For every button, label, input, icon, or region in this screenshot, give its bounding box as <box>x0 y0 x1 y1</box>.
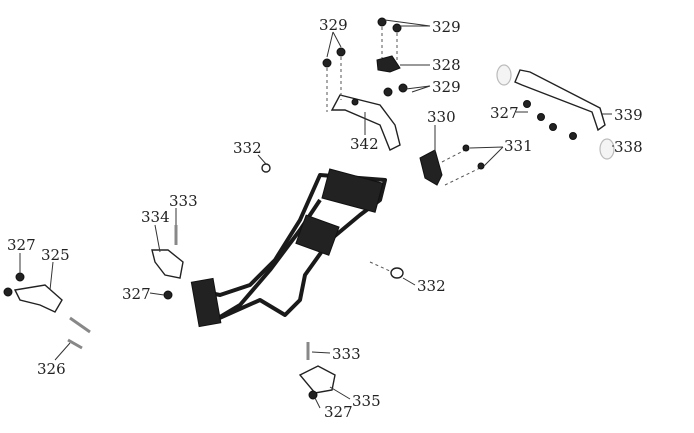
bracket-328 <box>376 55 401 73</box>
label-339: 339 <box>614 106 643 124</box>
label-342: 342 <box>350 135 379 153</box>
label-330: 330 <box>427 108 456 126</box>
label-334: 334 <box>141 208 170 226</box>
label-329: 329 <box>319 16 348 34</box>
label-338: 338 <box>614 138 643 156</box>
leader-lines <box>19 19 614 409</box>
label-327: 327 <box>7 236 36 254</box>
label-331: 331 <box>504 137 533 155</box>
disc-upper <box>496 64 512 86</box>
label-335: 335 <box>352 392 381 410</box>
bracket-330 <box>419 149 443 186</box>
label-326: 326 <box>37 360 66 378</box>
main-frame <box>190 168 387 328</box>
disc-338 <box>599 138 615 160</box>
label-329: 329 <box>432 18 461 36</box>
label-333: 333 <box>332 345 361 363</box>
label-327: 327 <box>122 285 151 303</box>
bracket-334 <box>151 249 184 279</box>
label-329: 329 <box>432 78 461 96</box>
bracket-335 <box>298 365 336 394</box>
label-333: 333 <box>169 192 198 210</box>
label-332: 332 <box>417 277 446 295</box>
bracket-325 <box>13 284 63 313</box>
bolts-329 <box>322 17 408 112</box>
label-328: 328 <box>432 56 461 74</box>
label-327: 327 <box>324 403 353 421</box>
label-327: 327 <box>490 104 519 122</box>
label-332: 332 <box>233 139 262 157</box>
bracket-342 <box>330 94 401 151</box>
label-325: 325 <box>41 246 70 264</box>
bar-339 <box>514 69 606 132</box>
